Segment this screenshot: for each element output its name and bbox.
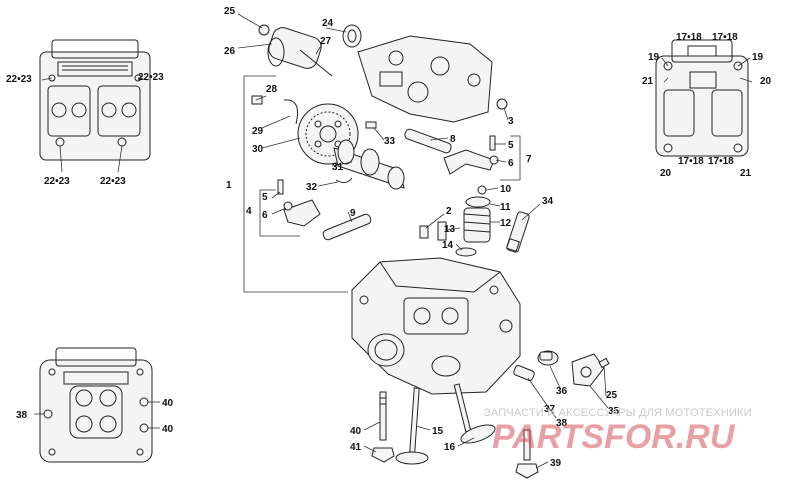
bracket-group-7 [500,135,521,181]
callout-37: 37 [544,404,556,415]
callout-11: 11 [500,202,511,213]
callout-24: 24 [322,18,334,29]
callout-26: 26 [224,46,236,57]
leader-lines [237,13,609,469]
callout-14: 14 [442,240,454,251]
callout-16: 16 [444,442,456,453]
part-nut [496,98,508,110]
part-valve-intake [395,387,429,465]
callout-17-18: 17•18 [712,32,738,43]
callout-1: 1 [226,180,232,191]
part-thermostat-housing [571,353,610,387]
callout-22-23: 22•23 [100,176,126,187]
inset-head-top-view-left [39,39,151,173]
callout-28: 28 [266,84,278,95]
callout-25: 25 [606,390,618,401]
callout-17-18: 17•18 [708,156,734,167]
callout-22-23: 22•23 [138,72,164,83]
callout-40: 40 [162,424,174,435]
part-rocker-shaft-upper [404,128,452,154]
callout-19: 19 [752,52,764,63]
watermark: ЗАПЧАСТИ И АКСЕССУАРЫ ДЛЯ МОТОТЕХНИКИ PA… [484,407,752,456]
callout-34: 34 [542,196,554,207]
callout-36: 36 [556,386,568,397]
callout-4: 4 [246,206,252,217]
callout-32: 32 [306,182,318,193]
callout-17-18: 17•18 [678,156,704,167]
callout-22-23: 22•23 [44,176,70,187]
part-rocker-arm-lower [277,179,321,227]
callout-35: 35 [608,406,620,417]
callout-6: 6 [262,210,268,221]
inset-cam-carrier-right [655,39,753,157]
part-seal-ring [342,24,362,48]
callout-30: 30 [252,144,264,155]
callout-10: 10 [500,184,512,195]
part-camshaft [333,121,405,190]
part-temp-sensor [537,350,559,366]
callout-5: 5 [262,192,268,203]
watermark-logo: PARTSFOR.RU [492,418,736,456]
bracket-group-1 [243,75,348,293]
callout-13: 13 [444,224,456,235]
part-sender-unit [513,365,535,381]
callout-38: 38 [16,410,28,421]
callout-20: 20 [660,168,672,179]
callout-17-18: 17•18 [676,32,702,43]
part-rocker-arm-upper [443,135,499,175]
callout-25: 25 [224,6,236,17]
callout-labels: 22•23 22•23 22•23 22•23 17•18 17•18 19 1… [6,6,772,469]
callout-33: 33 [384,136,396,147]
callout-2: 2 [446,206,452,217]
callout-31: 31 [332,162,344,173]
callout-21: 21 [642,76,654,87]
callout-20: 20 [760,76,772,87]
callout-9: 9 [350,208,356,219]
callout-6: 6 [508,158,514,169]
part-valve-spring-stack [437,185,491,257]
callout-27: 27 [320,36,332,47]
watermark-tagline: ЗАПЧАСТИ И АКСЕССУАРЫ ДЛЯ МОТОТЕХНИКИ [484,407,752,419]
callout-40: 40 [162,398,174,409]
callout-8: 8 [450,134,456,145]
part-spark-plug [506,211,530,253]
callout-22-23: 22•23 [6,74,32,85]
part-cylinder-head [351,257,521,395]
part-dowel [419,225,429,239]
callout-7: 7 [526,154,532,165]
callout-15: 15 [432,426,444,437]
part-valve-exhaust [453,383,496,444]
callout-3: 3 [508,116,514,127]
part-studs [371,391,539,479]
part-cam-carrier [357,35,493,123]
callout-21: 21 [740,168,752,179]
callout-12: 12 [500,218,512,229]
callout-5: 5 [508,140,514,151]
callout-38: 38 [556,418,568,429]
callout-29: 29 [252,126,264,137]
inset-head-underside [34,347,160,463]
part-rocker-shaft-lower [322,213,372,241]
callout-39: 39 [550,458,562,469]
bracket-group-4 [259,189,300,237]
part-cam-cover-cap [258,24,333,77]
callout-19: 19 [648,52,660,63]
callout-40: 40 [350,426,362,437]
callout-41: 41 [350,442,362,453]
